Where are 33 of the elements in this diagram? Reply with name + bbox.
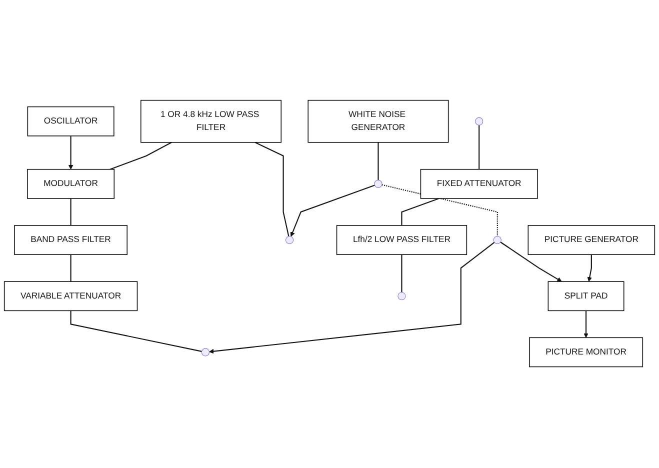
node-circle xyxy=(201,348,210,357)
node-circle xyxy=(285,236,294,245)
arrow xyxy=(500,242,562,282)
node-circle xyxy=(475,118,484,126)
arrow xyxy=(290,185,375,238)
connector xyxy=(254,142,290,237)
arrow xyxy=(209,242,495,354)
node-box: WHITE NOISE GENERATOR xyxy=(308,100,449,144)
arrow xyxy=(68,136,74,170)
node-circle xyxy=(493,236,502,245)
node-circle xyxy=(374,180,382,188)
connector xyxy=(70,255,72,282)
node-box: FIXED ATTENUATOR xyxy=(420,169,538,200)
node-circle xyxy=(398,292,406,301)
connector xyxy=(70,198,72,226)
connector xyxy=(110,142,172,170)
connector xyxy=(70,311,202,352)
node-box: Lfh/2 LOW PASS FILTER xyxy=(336,226,468,256)
node-box: SPLIT PAD xyxy=(548,282,624,312)
node-box: PICTURE GENERATOR xyxy=(528,226,656,256)
node-box: 1 OR 4.8 kHz LOW PASS FILTER xyxy=(140,100,282,144)
node-box: OSCILLATOR xyxy=(27,106,114,137)
node-box: BAND PASS FILTER xyxy=(14,226,128,256)
connector xyxy=(478,126,480,170)
connector xyxy=(382,184,498,237)
connector xyxy=(401,255,402,293)
node-box: VARIABLE ATTENUATOR xyxy=(4,282,138,312)
arrow xyxy=(584,311,588,338)
connector xyxy=(401,198,440,226)
node-box: MODULATOR xyxy=(27,169,115,200)
arrow xyxy=(587,255,592,282)
node-box: PICTURE MONITOR xyxy=(529,338,644,368)
connector xyxy=(378,142,379,181)
